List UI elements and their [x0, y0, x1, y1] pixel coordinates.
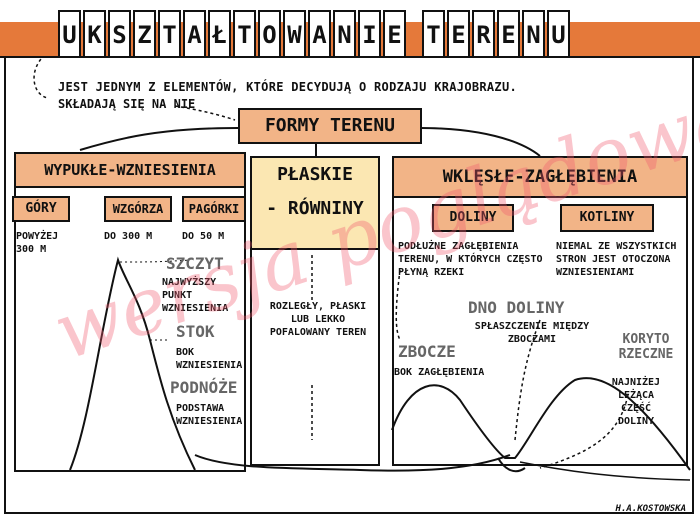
- page-title: U K S Z T A Ł T O W A N I E T E R E N U: [58, 10, 570, 62]
- title-letter: Ł: [208, 10, 231, 58]
- foot-desc: podstawa wzniesienia: [176, 403, 243, 427]
- slope-desc: bok wzniesienia: [176, 347, 243, 371]
- title-letter: E: [447, 10, 470, 58]
- category-mountains: Góry: [12, 196, 70, 222]
- valley-floor-label: Dno doliny: [468, 298, 565, 317]
- title-letter: K: [83, 10, 106, 58]
- title-letter: O: [258, 10, 281, 58]
- valleys-desc: Podłużne zagłębienia terenu, w których c…: [398, 241, 543, 278]
- title-letter: U: [547, 10, 570, 58]
- foot-label: Podnóże: [170, 378, 238, 397]
- convex-header: Wypukłe-wzniesienia: [14, 152, 246, 188]
- title-letter: W: [283, 10, 306, 58]
- peak-label: Szczyt: [166, 254, 224, 273]
- category-hills: Wzgórza: [104, 196, 172, 222]
- valley-side-label: Zbocze: [398, 342, 456, 361]
- hillocks-desc: do 50 m: [182, 231, 225, 242]
- title-letter: E: [497, 10, 520, 58]
- basins-desc: niemal ze wszystkich stron jest otoczona…: [556, 241, 677, 278]
- flat-header-line1: Płaskie: [277, 164, 353, 185]
- title-letter: T: [158, 10, 181, 58]
- valley-side-desc: bok zagłębienia: [394, 367, 485, 378]
- concave-header: Wklęsłe-zagłębienia: [392, 156, 688, 198]
- intro-text: Jest jednym z elementów, które decydują …: [58, 80, 518, 94]
- title-letter: Z: [133, 10, 156, 58]
- flat-header-line2: - równiny: [266, 198, 364, 219]
- title-letter: S: [108, 10, 131, 58]
- title-letter: T: [422, 10, 445, 58]
- category-valleys: Doliny: [432, 204, 514, 232]
- title-letter: U: [58, 10, 81, 58]
- title-letter: N: [333, 10, 356, 58]
- mountains-desc: Powyżej 300 m: [16, 231, 59, 255]
- title-letter: R: [472, 10, 495, 58]
- author-signature: H.A.Kostowska: [615, 504, 686, 514]
- hills-desc: do 300 m: [104, 231, 153, 242]
- title-letter: N: [522, 10, 545, 58]
- slope-label: Stok: [176, 322, 215, 341]
- title-letter: E: [383, 10, 406, 58]
- title-letter: I: [358, 10, 381, 58]
- peak-desc: najwyższy punkt wzniesienia: [162, 277, 229, 314]
- title-letter: A: [183, 10, 206, 58]
- title-letter: A: [308, 10, 331, 58]
- flat-header: Płaskie - równiny: [250, 156, 380, 250]
- title-letter: T: [233, 10, 256, 58]
- flat-desc: Rozległy, płaski lub lekko pofalowany te…: [269, 301, 367, 338]
- forms-header: Formy terenu: [238, 108, 422, 144]
- intro-text-2: Składają się na nie: [58, 97, 196, 111]
- category-basins: Kotliny: [560, 204, 654, 232]
- category-hillocks: Pagórki: [182, 196, 246, 222]
- riverbed-desc: najniżej leżąca część doliny: [611, 377, 661, 427]
- valley-floor-desc: spłaszczenie między zboczami: [474, 321, 590, 345]
- riverbed-label: Koryto rzeczne: [618, 332, 674, 362]
